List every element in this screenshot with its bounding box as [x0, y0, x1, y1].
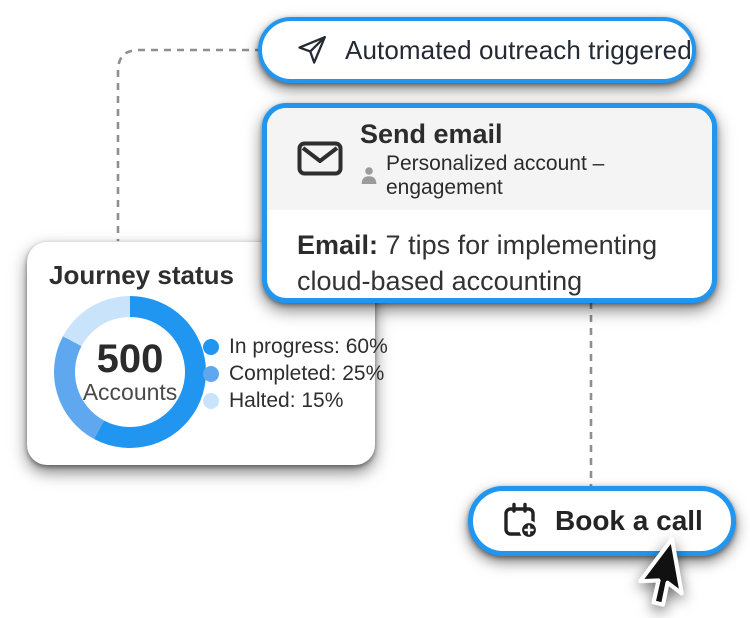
person-icon: [360, 166, 378, 185]
mouse-cursor-icon: [638, 536, 684, 607]
legend-item-halted: Halted: 15%: [203, 389, 388, 412]
donut-center-label: Accounts: [82, 379, 178, 405]
legend-item-completed: Completed: 25%: [203, 362, 388, 385]
email-body-label: Email:: [297, 230, 379, 260]
journey-legend: In progress: 60% Completed: 25% Halted: …: [203, 335, 388, 412]
connector-outreach-to-journey: [116, 48, 262, 241]
automated-outreach-pill[interactable]: Automated outreach triggered: [258, 17, 696, 83]
legend-label-halted: Halted: 15%: [229, 389, 344, 412]
email-card-subtitle: Personalized account – engagement: [386, 151, 605, 199]
journey-donut-chart: 500 Accounts: [54, 296, 206, 448]
email-card-body: Email: 7 tips for implementing cloud-bas…: [267, 210, 712, 298]
legend-dot-completed: [203, 366, 219, 382]
send-email-card[interactable]: Send email Personalized account – engage…: [262, 103, 717, 303]
email-body-text: 7 tips for implementing cloud-based acco…: [297, 230, 658, 296]
outreach-pill-label: Automated outreach triggered: [345, 34, 692, 65]
legend-dot-in-progress: [203, 339, 219, 355]
book-call-label: Book a call: [555, 505, 703, 536]
journey-status-card: Journey status 500 Accounts In progress:…: [27, 242, 388, 465]
legend-label-completed: Completed: 25%: [229, 362, 385, 385]
envelope-icon: [297, 141, 343, 177]
email-card-title: Send email: [360, 118, 503, 149]
calendar-add-icon: [502, 501, 540, 541]
send-email-header: Send email Personalized account – engage…: [267, 108, 712, 210]
legend-dot-halted: [203, 393, 219, 409]
journey-status-title: Journey status: [49, 260, 234, 290]
book-a-call-button[interactable]: Book a call: [468, 486, 736, 556]
donut-center: 500 Accounts: [54, 296, 206, 448]
legend-item-in-progress: In progress: 60%: [203, 335, 388, 358]
send-icon: [296, 34, 328, 66]
donut-center-value: 500: [96, 337, 164, 381]
legend-label-in-progress: In progress: 60%: [229, 335, 388, 358]
